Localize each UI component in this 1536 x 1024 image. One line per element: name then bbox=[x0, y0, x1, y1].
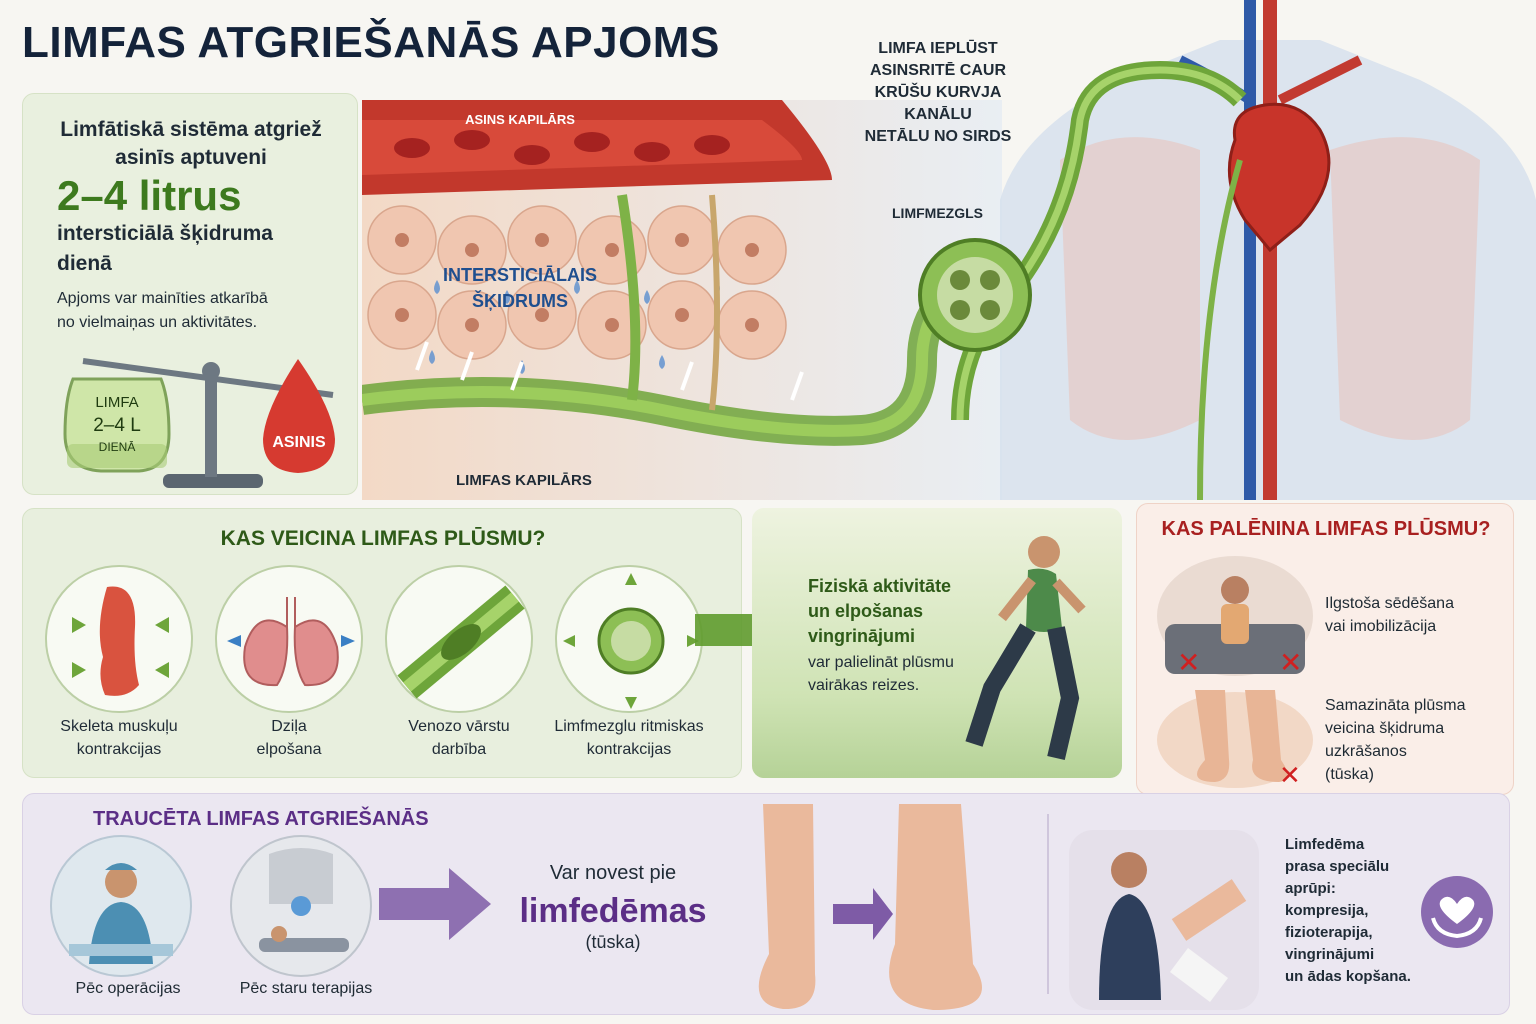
lymph-capillary-label: LIMFAS KAPILĀRS bbox=[456, 472, 592, 489]
cross-icon: ✕ bbox=[1177, 647, 1200, 678]
caption-line: kontrakcijas bbox=[586, 741, 672, 758]
label-line: ASINSRITĒ CAUR bbox=[869, 62, 1006, 79]
sitting-person-illustration: ✕ ✕ bbox=[1157, 556, 1313, 678]
caption-line: Dziļa bbox=[271, 718, 307, 735]
slows-line: Ilgstoša sēdēšana bbox=[1325, 595, 1454, 612]
slows-line: uzkrāšanos bbox=[1325, 743, 1407, 760]
activity-heading: Fiziskā aktivitāte un elpošanas vingrinā… bbox=[808, 574, 951, 649]
label-line: INTERSTICIĀLAIS bbox=[442, 265, 597, 285]
interstitial-fluid-label: INTERSTICIĀLAIS ŠĶIDRUMS bbox=[440, 262, 600, 314]
label-line: LIMFA IEPLŪST bbox=[878, 40, 998, 57]
label-line: KRŪŠU KURVJA KANĀLU bbox=[874, 84, 1002, 123]
tissue-illustration: ASINS KAPILĀRS bbox=[362, 100, 1002, 500]
intro-amount: 2–4 litrus bbox=[57, 172, 242, 219]
activity-line: vairākas reizes. bbox=[808, 677, 920, 694]
intro-note: no vielmaiņas un aktivitātes. bbox=[57, 314, 258, 331]
slows-line: Samazināta plūsma bbox=[1325, 697, 1466, 714]
surgery-caption: Pēc operācijas bbox=[75, 980, 181, 997]
care-line: prasa speciālu bbox=[1285, 858, 1390, 875]
caption-line: Limfmezglu ritmiskas bbox=[554, 718, 704, 735]
intro-panel: Limfātiskā sistēma atgriež asinīs aptuve… bbox=[22, 93, 358, 495]
care-line: kompresija, bbox=[1285, 902, 1369, 919]
activity-line: vingrinājumi bbox=[808, 626, 916, 646]
surgeon-illustration bbox=[50, 835, 192, 977]
caption-line: Venozo vārstu bbox=[408, 718, 510, 735]
normal-vs-swollen-feet-illustration bbox=[758, 804, 982, 1010]
caption-line: elpošana bbox=[256, 741, 322, 758]
page-title: LIMFAS ATGRIEŠANĀS APJOMS bbox=[22, 18, 720, 67]
activity-panel: Fiziskā aktivitāte un elpošanas vingrinā… bbox=[752, 508, 1122, 778]
label-line: ŠĶIDRUMS bbox=[471, 291, 568, 311]
lymph-node-contraction-icon bbox=[555, 565, 703, 713]
care-line: un ādas kopšana. bbox=[1285, 968, 1411, 985]
arrow-right-icon bbox=[379, 868, 491, 940]
care-line: fizioterapija, bbox=[1285, 924, 1373, 941]
promotes-panel: KAS VEICINA LIMFAS PLŪSMU? Skeleta musku… bbox=[22, 508, 742, 778]
cross-icon: ✕ bbox=[1279, 647, 1302, 678]
activity-line: Fiziskā aktivitāte bbox=[808, 576, 952, 596]
caption-muscle: Skeleta muskuļu kontrakcijas bbox=[34, 715, 204, 761]
leads-to-text: Var novest pie bbox=[549, 862, 677, 884]
scale-blood-label: ASINIS bbox=[272, 434, 326, 451]
swelling-text: (tūska) bbox=[585, 932, 641, 952]
therapist-bandaging-illustration bbox=[1069, 830, 1259, 1010]
activity-text: var palielināt plūsmu vairākas reizes. bbox=[808, 651, 954, 697]
label-line: NETĀLU NO SIRDS bbox=[864, 128, 1012, 145]
blood-capillary-label: ASINS KAPILĀRS bbox=[465, 112, 575, 127]
slows-swelling-text: Samazināta plūsma veicina šķidruma uzkrā… bbox=[1325, 694, 1466, 786]
intro-line: asinīs aptuveni bbox=[115, 146, 267, 169]
section-divider bbox=[1047, 814, 1049, 994]
vein-valve-icon bbox=[385, 565, 533, 713]
disturbed-panel: TRAUCĒTA LIMFAS ATGRIEŠANĀS Pēc operācij… bbox=[22, 793, 1510, 1015]
runner-illustration bbox=[965, 536, 1086, 761]
lymphedema-text: limfedēmas bbox=[519, 892, 707, 930]
heart-hands-care-icon bbox=[1421, 876, 1493, 948]
caption-line: Skeleta muskuļu bbox=[60, 718, 178, 735]
slows-line: vai imobilizācija bbox=[1325, 618, 1437, 635]
slows-line: (tūska) bbox=[1325, 766, 1374, 783]
lymph-entry-label: LIMFA IEPLŪST ASINSRITĒ CAUR KRŪŠU KURVJ… bbox=[848, 38, 1028, 148]
intro-line: Limfātiskā sistēma atgriež bbox=[60, 118, 322, 141]
radiation-caption: Pēc staru terapijas bbox=[239, 980, 373, 997]
promotes-title: KAS VEICINA LIMFAS PLŪSMU? bbox=[220, 527, 546, 550]
slows-panel: KAS PALĒNINA LIMFAS PLŪSMU? ✕ ✕ Ilgstoša… bbox=[1136, 503, 1514, 795]
caption-node: Limfmezglu ritmiskas kontrakcijas bbox=[544, 715, 714, 761]
slows-line: veicina šķidruma bbox=[1325, 720, 1445, 737]
intro-line: intersticiālā šķidruma bbox=[57, 222, 273, 245]
lymph-node-label: LIMFMEZGLS bbox=[892, 205, 983, 221]
intro-note: Apjoms var mainīties atkarībā bbox=[57, 290, 268, 307]
caption-valves: Venozo vārstu darbība bbox=[374, 715, 544, 761]
disturbed-title: TRAUCĒTA LIMFAS ATGRIEŠANĀS bbox=[93, 808, 429, 830]
care-line: aprūpi: bbox=[1285, 880, 1336, 897]
radiation-therapy-illustration bbox=[230, 835, 372, 977]
cross-icon: ✕ bbox=[1279, 760, 1301, 790]
care-text: Limfedēma prasa speciālu aprūpi: kompres… bbox=[1285, 834, 1411, 988]
scale-lymph-amount: 2–4 L bbox=[93, 415, 141, 436]
scale-lymph-unit: DIENĀ bbox=[99, 440, 136, 454]
lungs-icon bbox=[215, 565, 363, 713]
activity-line: un elpošanas bbox=[808, 601, 924, 621]
activity-line: var palielināt plūsmu bbox=[808, 654, 954, 671]
balance-scale-icon: LIMFA 2–4 L DIENĀ ASINIS bbox=[63, 358, 335, 488]
caption-line: darbība bbox=[431, 741, 487, 758]
care-line: vingrinājumi bbox=[1285, 946, 1375, 963]
scale-lymph-label: LIMFA bbox=[95, 394, 138, 411]
muscle-leg-icon bbox=[45, 565, 193, 713]
torso-heart-illustration bbox=[1000, 0, 1536, 500]
caption-breathing: Dziļa elpošana bbox=[204, 715, 374, 761]
slows-title: KAS PALĒNINA LIMFAS PLŪSMU? bbox=[1161, 518, 1491, 540]
intro-line: dienā bbox=[57, 252, 112, 275]
thoracic-duct-illustration bbox=[918, 60, 1247, 421]
care-line: Limfedēma bbox=[1285, 836, 1365, 853]
slows-sitting-text: Ilgstoša sēdēšana vai imobilizācija bbox=[1325, 592, 1454, 638]
swollen-feet-illustration: ✕ bbox=[1157, 690, 1313, 790]
caption-line: kontrakcijas bbox=[76, 741, 162, 758]
